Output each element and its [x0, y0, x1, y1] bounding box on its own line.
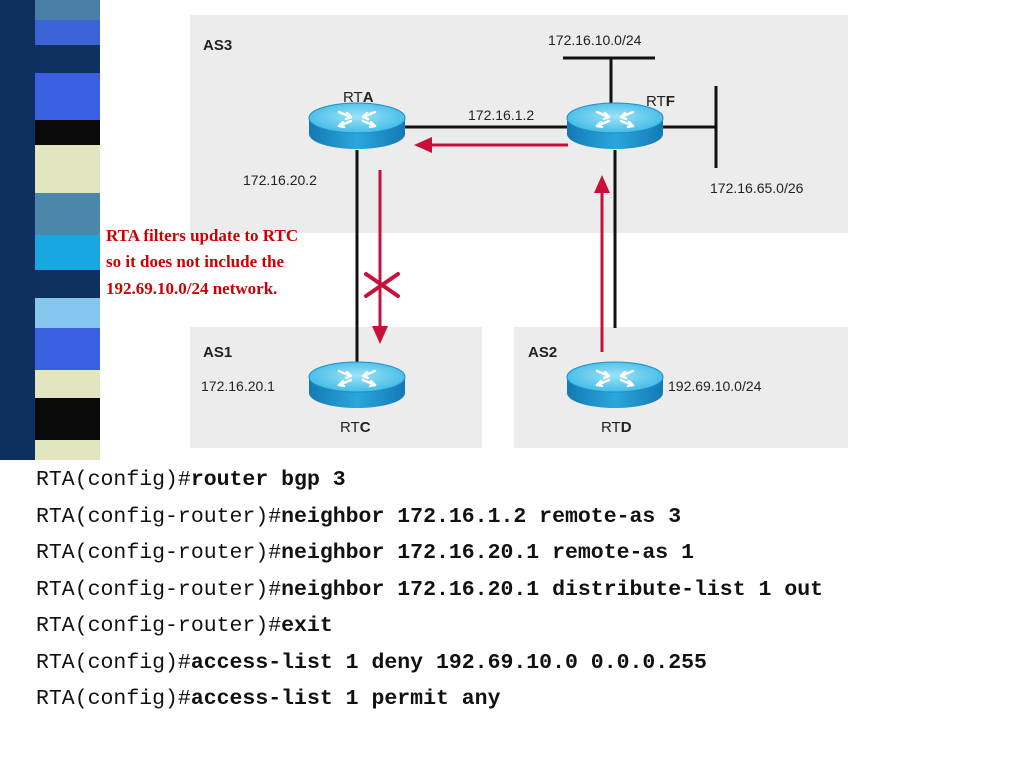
config-prompt: RTA(config)#: [36, 468, 191, 492]
config-prompt: RTA(config)#: [36, 650, 191, 675]
filter-annotation: RTA filters update to RTC so it does not…: [106, 226, 298, 298]
config-prompt: RTA(config)#: [36, 687, 191, 711]
decorative-side-strip: [0, 0, 100, 460]
side-strip-block: [35, 193, 100, 235]
label-ip-172-16-20-1: 172.16.20.1: [201, 378, 275, 394]
label-ip-172-16-1-2: 172.16.1.2: [468, 107, 534, 123]
router-rtd: [565, 360, 665, 410]
side-strip-block: [35, 370, 100, 398]
config-line: RTA(config-router)#neighbor 172.16.20.1 …: [36, 572, 1016, 609]
label-net-192-69-10: 192.69.10.0/24: [668, 378, 762, 394]
config-line: RTA(config-router)#exit: [36, 608, 1016, 645]
config-line: RTA(config-router)#neighbor 172.16.20.1 …: [36, 535, 1016, 572]
config-command: neighbor 172.16.20.1 remote-as 1: [281, 541, 695, 565]
side-strip-block: [35, 20, 100, 45]
config-command: router bgp 3: [190, 468, 346, 492]
config-line: RTA(config)#router bgp 3: [36, 462, 1016, 499]
config-prompt: RTA(config-router)#: [36, 577, 282, 602]
side-strip-block: [35, 328, 100, 370]
router-rtf-name: RTF: [646, 93, 675, 110]
filter-block-mark: [364, 272, 400, 298]
router-rta-name: RTA: [343, 89, 374, 106]
side-strip-block: [35, 73, 100, 120]
as3-area: [190, 15, 848, 233]
label-ip-172-16-20-2: 172.16.20.2: [243, 172, 317, 188]
config-line: RTA(config)#access-list 1 permit any: [36, 681, 1016, 718]
router-rta: [307, 101, 407, 151]
config-line: RTA(config-router)#neighbor 172.16.1.2 r…: [36, 499, 1016, 536]
annotation-line: 192.69.10.0/24 network.: [106, 279, 277, 298]
annotation-line: RTA filters update to RTC: [106, 226, 298, 245]
router-rtd-name: RTD: [601, 419, 632, 436]
config-command: neighbor 172.16.1.2 remote-as 3: [281, 504, 682, 529]
side-strip-block: [35, 0, 100, 20]
annotation-line: so it does not include the: [106, 252, 284, 271]
update-arrow-rtf-to-rta: [414, 137, 568, 153]
side-strip-block: [35, 298, 100, 328]
config-prompt: RTA(config-router)#: [36, 541, 282, 565]
side-strip-block: [35, 398, 100, 440]
label-net-172-16-10: 172.16.10.0/24: [548, 32, 642, 48]
bgp-topology-diagram: AS3 AS1 AS2 RTA RTF RTC RTD 172.16.10.0/…: [106, 15, 848, 448]
config-command: access-list 1 permit any: [190, 687, 501, 711]
config-command: exit: [281, 614, 333, 638]
config-line: RTA(config)#access-list 1 deny 192.69.10…: [36, 645, 1016, 682]
config-prompt: RTA(config-router)#: [36, 614, 282, 638]
config-command: access-list 1 deny 192.69.10.0 0.0.0.255: [190, 650, 707, 675]
side-strip-block: [35, 440, 100, 460]
as3-label: AS3: [203, 37, 232, 54]
side-strip-block: [35, 120, 100, 145]
side-strip-block: [35, 145, 100, 193]
side-strip-block: [35, 235, 100, 270]
router-rtc: [307, 360, 407, 410]
as1-label: AS1: [203, 344, 232, 361]
as2-label: AS2: [528, 344, 557, 361]
side-strip-rail: [0, 0, 35, 460]
router-rtc-name: RTC: [340, 419, 371, 436]
config-command: neighbor 172.16.20.1 distribute-list 1 o…: [281, 577, 824, 602]
update-arrow-rta-to-rtc: [372, 170, 388, 344]
update-arrow-rtd-to-rtf: [594, 175, 610, 352]
config-commands: RTA(config)#router bgp 3 RTA(config-rout…: [36, 462, 1016, 718]
side-strip-block: [35, 45, 100, 73]
label-net-172-16-65: 172.16.65.0/26: [710, 180, 804, 196]
config-prompt: RTA(config-router)#: [36, 504, 282, 529]
side-strip-block: [35, 270, 100, 298]
